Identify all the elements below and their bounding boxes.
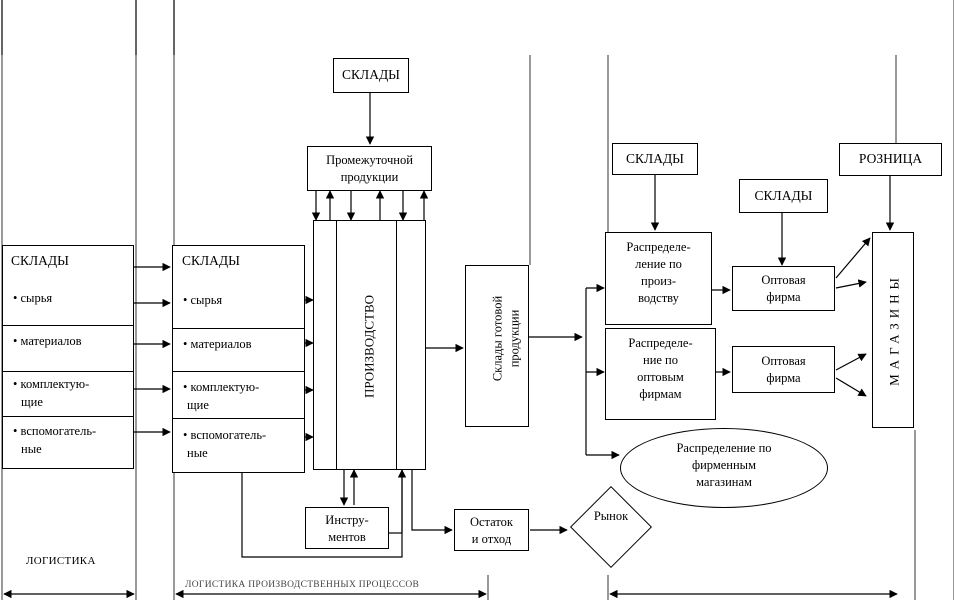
divider xyxy=(336,221,337,469)
divider xyxy=(173,371,304,372)
dist-production-line3: произ- xyxy=(641,274,676,288)
dist-shops-line1: Распределение по xyxy=(676,441,772,455)
mid-warehouses-block: СКЛАДЫ • сырья • материалов • комплектую… xyxy=(172,245,305,473)
shops-box: МАГАЗИНЫ xyxy=(872,232,914,428)
bottom-label-logistics: ЛОГИСТИКА xyxy=(26,555,96,567)
divider xyxy=(3,371,133,372)
left-block-title: СКЛАДЫ xyxy=(11,253,69,268)
left-item-materials: • материалов xyxy=(13,334,82,348)
dist-shops-line2: фирменным xyxy=(692,458,756,472)
mid-item-materials: • материалов xyxy=(183,337,252,351)
left-item-raw: • сырья xyxy=(13,291,53,305)
divider xyxy=(3,325,133,326)
production-label: ПРОИЗВОДСТВО xyxy=(361,294,377,399)
mid-item-components: • комплектую- xyxy=(183,380,260,394)
wholesale-firm-box-2: Оптовая фирма xyxy=(732,346,835,393)
distribution-shops-ellipse: Распределение по фирменным магазинам xyxy=(620,428,828,508)
dist-production-line2: ление по xyxy=(635,257,682,271)
finished-goods-line2: продукции xyxy=(507,309,522,368)
divider xyxy=(173,328,304,329)
dist-production-line4: водству xyxy=(638,291,679,305)
wholesale-2-line1: Оптовая xyxy=(761,354,806,368)
right-warehouses-label-1: СКЛАДЫ xyxy=(626,151,684,166)
left-warehouses-block: СКЛАДЫ • сырья • материалов • комплектую… xyxy=(2,245,134,469)
left-item-components: • комплектую- xyxy=(13,377,90,391)
dist-wholesale-line4: фирмам xyxy=(639,387,682,401)
top-warehouses-label: СКЛАДЫ xyxy=(342,67,400,82)
wholesale-1-line1: Оптовая xyxy=(761,273,806,287)
top-warehouses-box: СКЛАДЫ xyxy=(333,58,409,93)
left-item-auxiliary: • вспомогатель- xyxy=(13,424,97,438)
right-warehouses-box-2: СКЛАДЫ xyxy=(739,179,828,213)
wholesale-1-line2: фирма xyxy=(766,290,801,304)
right-warehouses-label-2: СКЛАДЫ xyxy=(754,188,813,203)
retail-label: РОЗНИЦА xyxy=(858,151,923,166)
dist-wholesale-line2: ние по xyxy=(643,353,678,367)
right-warehouses-box-1: СКЛАДЫ xyxy=(612,143,698,175)
dist-wholesale-line3: оптовым xyxy=(637,370,684,384)
intermediate-line2: продукции xyxy=(340,170,399,184)
bottom-label-production-logistics: ЛОГИСТИКА ПРОИЗВОДСТВЕННЫХ ПРОЦЕССОВ xyxy=(185,580,420,590)
dist-wholesale-line1: Распределе- xyxy=(628,336,693,350)
shops-label: МАГАЗИНЫ xyxy=(886,273,902,386)
wholesale-2-line2: фирма xyxy=(766,371,801,385)
finished-goods-line1: Склады готовой xyxy=(490,295,505,382)
production-box: ПРОИЗВОДСТВО xyxy=(313,220,426,470)
divider xyxy=(173,418,304,419)
dist-shops-line3: магазинам xyxy=(696,475,752,489)
intermediate-warehouses-box: Промежуточной продукции xyxy=(307,146,432,191)
distribution-wholesale-box: Распределе- ние по оптовым фирмам xyxy=(605,328,716,420)
left-item-auxiliary-2: ные xyxy=(21,442,42,456)
retail-box: РОЗНИЦА xyxy=(839,143,942,176)
mid-item-auxiliary-2: ные xyxy=(187,446,208,460)
instruments-line2: ментов xyxy=(328,530,366,544)
left-item-components-2: щие xyxy=(21,395,43,409)
mid-item-raw: • сырья xyxy=(183,293,223,307)
divider xyxy=(396,221,397,469)
mid-item-auxiliary: • вспомогатель- xyxy=(183,428,267,442)
divider xyxy=(3,416,133,417)
waste-box: Остаток и отход xyxy=(454,509,529,551)
dist-production-line1: Распределе- xyxy=(626,240,691,254)
instruments-box: Инстру- ментов xyxy=(305,507,389,549)
wholesale-firm-box-1: Оптовая фирма xyxy=(732,266,835,311)
intermediate-line1: Промежуточной xyxy=(326,153,413,167)
mid-block-title: СКЛАДЫ xyxy=(182,253,240,268)
distribution-production-box: Распределе- ление по произ- водству xyxy=(605,232,712,325)
finished-goods-box: Склады готовой продукции xyxy=(465,265,529,427)
instruments-line1: Инстру- xyxy=(325,513,369,527)
waste-line2: и отход xyxy=(471,532,512,546)
market-label: Рынок xyxy=(593,509,629,523)
mid-item-components-2: щие xyxy=(187,398,209,412)
waste-line1: Остаток xyxy=(469,515,514,529)
